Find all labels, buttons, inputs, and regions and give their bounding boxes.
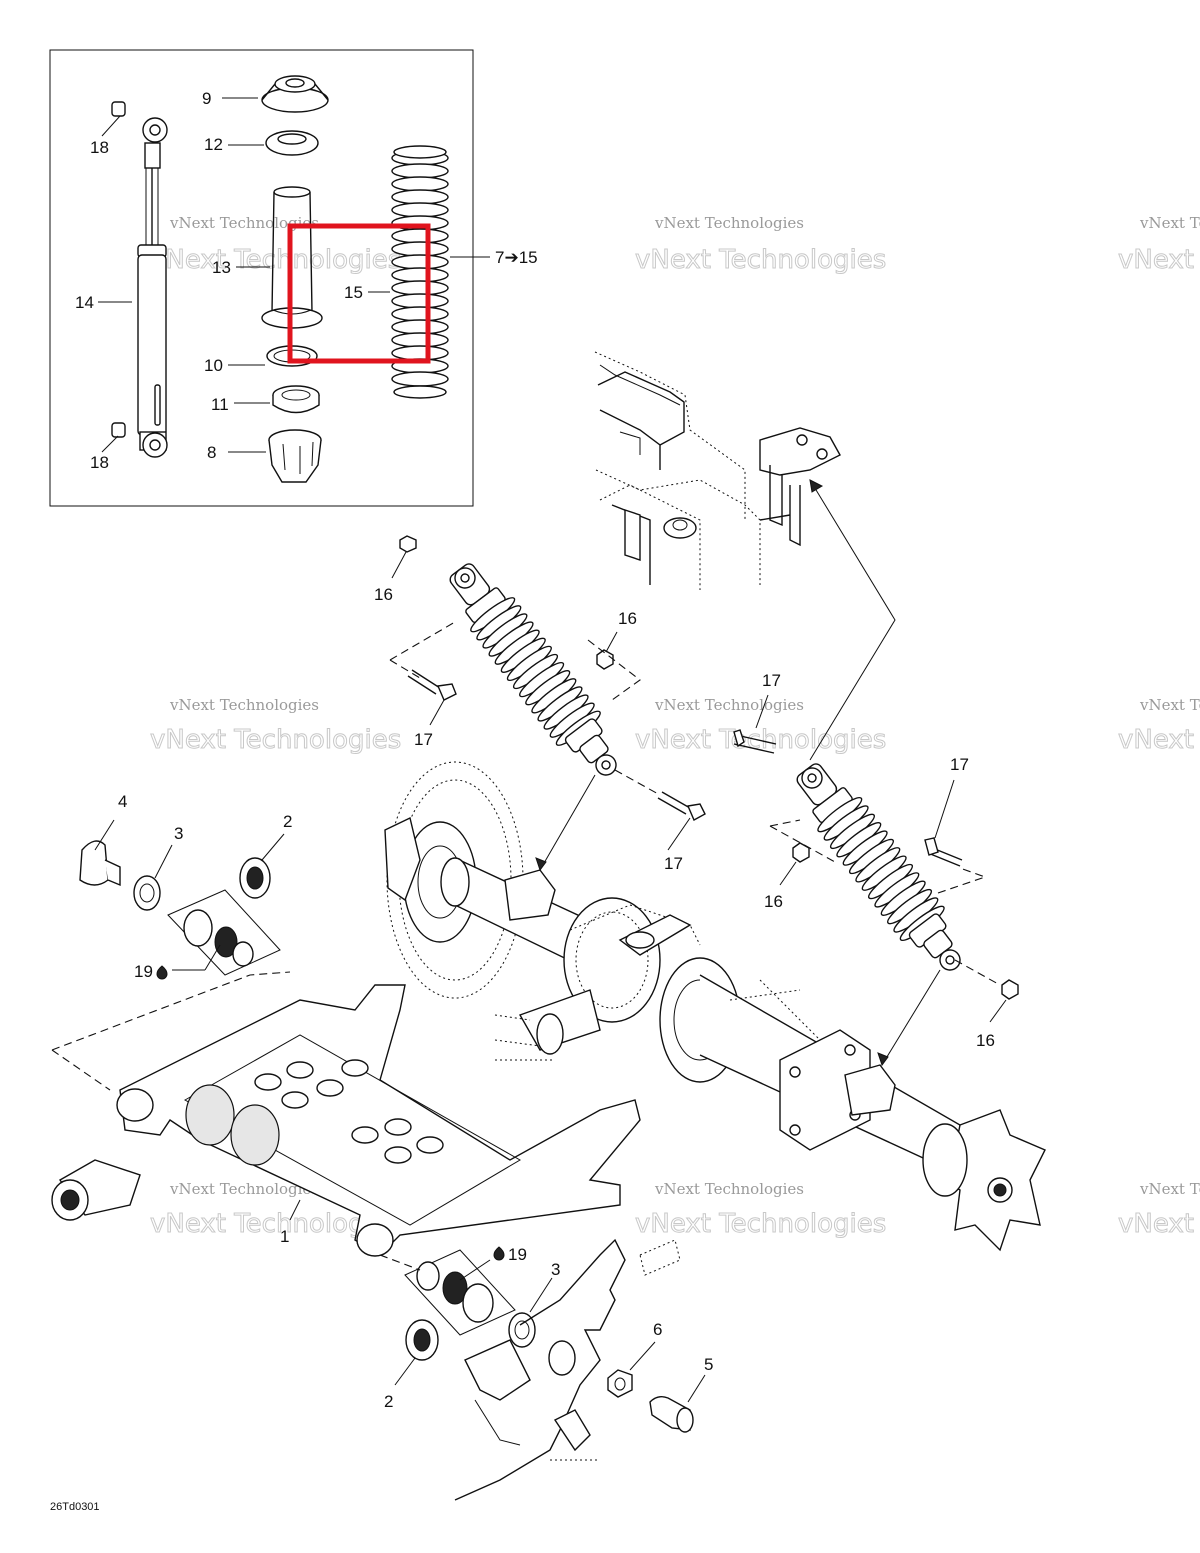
watermark: vNext Technologies	[1139, 214, 1200, 232]
watermark: vNext Technologies	[169, 1180, 319, 1198]
main-leaders	[94, 479, 1007, 1403]
watermark: vNext Technologies	[654, 696, 804, 714]
bump-stop-drawing	[261, 186, 323, 329]
part-number-3: 3	[551, 1260, 560, 1279]
part-number-16: 16	[618, 609, 637, 628]
spring-seat-drawing	[261, 75, 329, 113]
bearing-group-right	[379, 1249, 536, 1361]
part-number-18: 18	[90, 453, 109, 472]
part-number-16: 16	[374, 585, 393, 604]
part-number-5: 5	[704, 1355, 713, 1374]
part-number-14: 14	[75, 293, 94, 312]
watermark: vNext Technologies	[635, 1209, 886, 1239]
part-number-15: 15	[344, 283, 363, 302]
part-number-3: 3	[174, 824, 183, 843]
watermark: vNext Technologies	[635, 245, 886, 275]
watermark: vNext Technologies	[1118, 245, 1200, 275]
part-number-1: 1	[280, 1227, 289, 1246]
part-number-19-lubricant: 19	[493, 1245, 527, 1264]
part-number-17: 17	[762, 671, 781, 690]
part-number-4: 4	[118, 792, 127, 811]
watermark: vNext Technologies	[169, 696, 319, 714]
rear-axle-drawing	[384, 761, 1046, 1252]
part-number-16: 16	[764, 892, 783, 911]
rear-shock-left-drawing	[449, 563, 617, 776]
rear-shock-right-drawing	[796, 763, 961, 971]
grease-drop-icon	[156, 965, 168, 980]
part-number-2: 2	[384, 1392, 393, 1411]
diagram-code: 26Td0301	[50, 1501, 100, 1513]
part-number-17: 17	[414, 730, 433, 749]
coil-spring-drawing	[391, 145, 449, 399]
adjuster-nut-drawing	[268, 429, 322, 483]
collar-drawing	[272, 385, 320, 414]
watermark: vNext Technologies	[654, 214, 804, 232]
swing-arm-drawing	[51, 984, 641, 1257]
watermark: vNext Technologies	[1139, 696, 1200, 714]
part-number-9: 9	[202, 89, 211, 108]
part-number-7-to-15: 7➔15	[495, 248, 538, 267]
frame-section-drawing	[594, 351, 841, 590]
part-number-17: 17	[664, 854, 683, 873]
inset-frame	[49, 49, 474, 507]
part-number-12: 12	[204, 135, 223, 154]
highlight-box	[287, 223, 431, 364]
shock-inset: 9 12 18 13 14 15 7➔15 10 11 18 8	[49, 49, 538, 507]
watermark: vNext Technologies	[1118, 725, 1200, 755]
part-number-11: 11	[211, 395, 229, 414]
watermark: vNext Technologies	[150, 725, 401, 755]
fasteners-drawing	[389, 535, 1019, 1000]
part-number-19: 19	[134, 962, 153, 981]
watermark: vNext Technologies	[1118, 1209, 1200, 1239]
part-number-2: 2	[283, 812, 292, 831]
part-number-10: 10	[204, 356, 223, 375]
watermark: vNext Technologies	[169, 214, 319, 232]
watermark: vNext Technologies	[1139, 1180, 1200, 1198]
washer-drawing	[265, 130, 319, 156]
grease-drop-icon	[493, 1246, 505, 1261]
watermark: vNext Technologies	[654, 1180, 804, 1198]
part-number-8: 8	[207, 443, 216, 462]
part-number-16: 16	[976, 1031, 995, 1050]
watermark: vNext Technologies	[150, 245, 401, 275]
shock-absorber-drawing	[111, 101, 168, 458]
part-number-18: 18	[90, 138, 109, 157]
part-number-19-lubricant: 19	[134, 962, 168, 981]
lower-frame-drawing	[454, 1238, 694, 1501]
part-number-13: 13	[212, 258, 231, 277]
part-number-6: 6	[653, 1320, 662, 1339]
part-number-19: 19	[508, 1245, 527, 1264]
bearing-group-left	[51, 840, 291, 1091]
part-number-17: 17	[950, 755, 969, 774]
inset-leaders	[98, 97, 490, 453]
